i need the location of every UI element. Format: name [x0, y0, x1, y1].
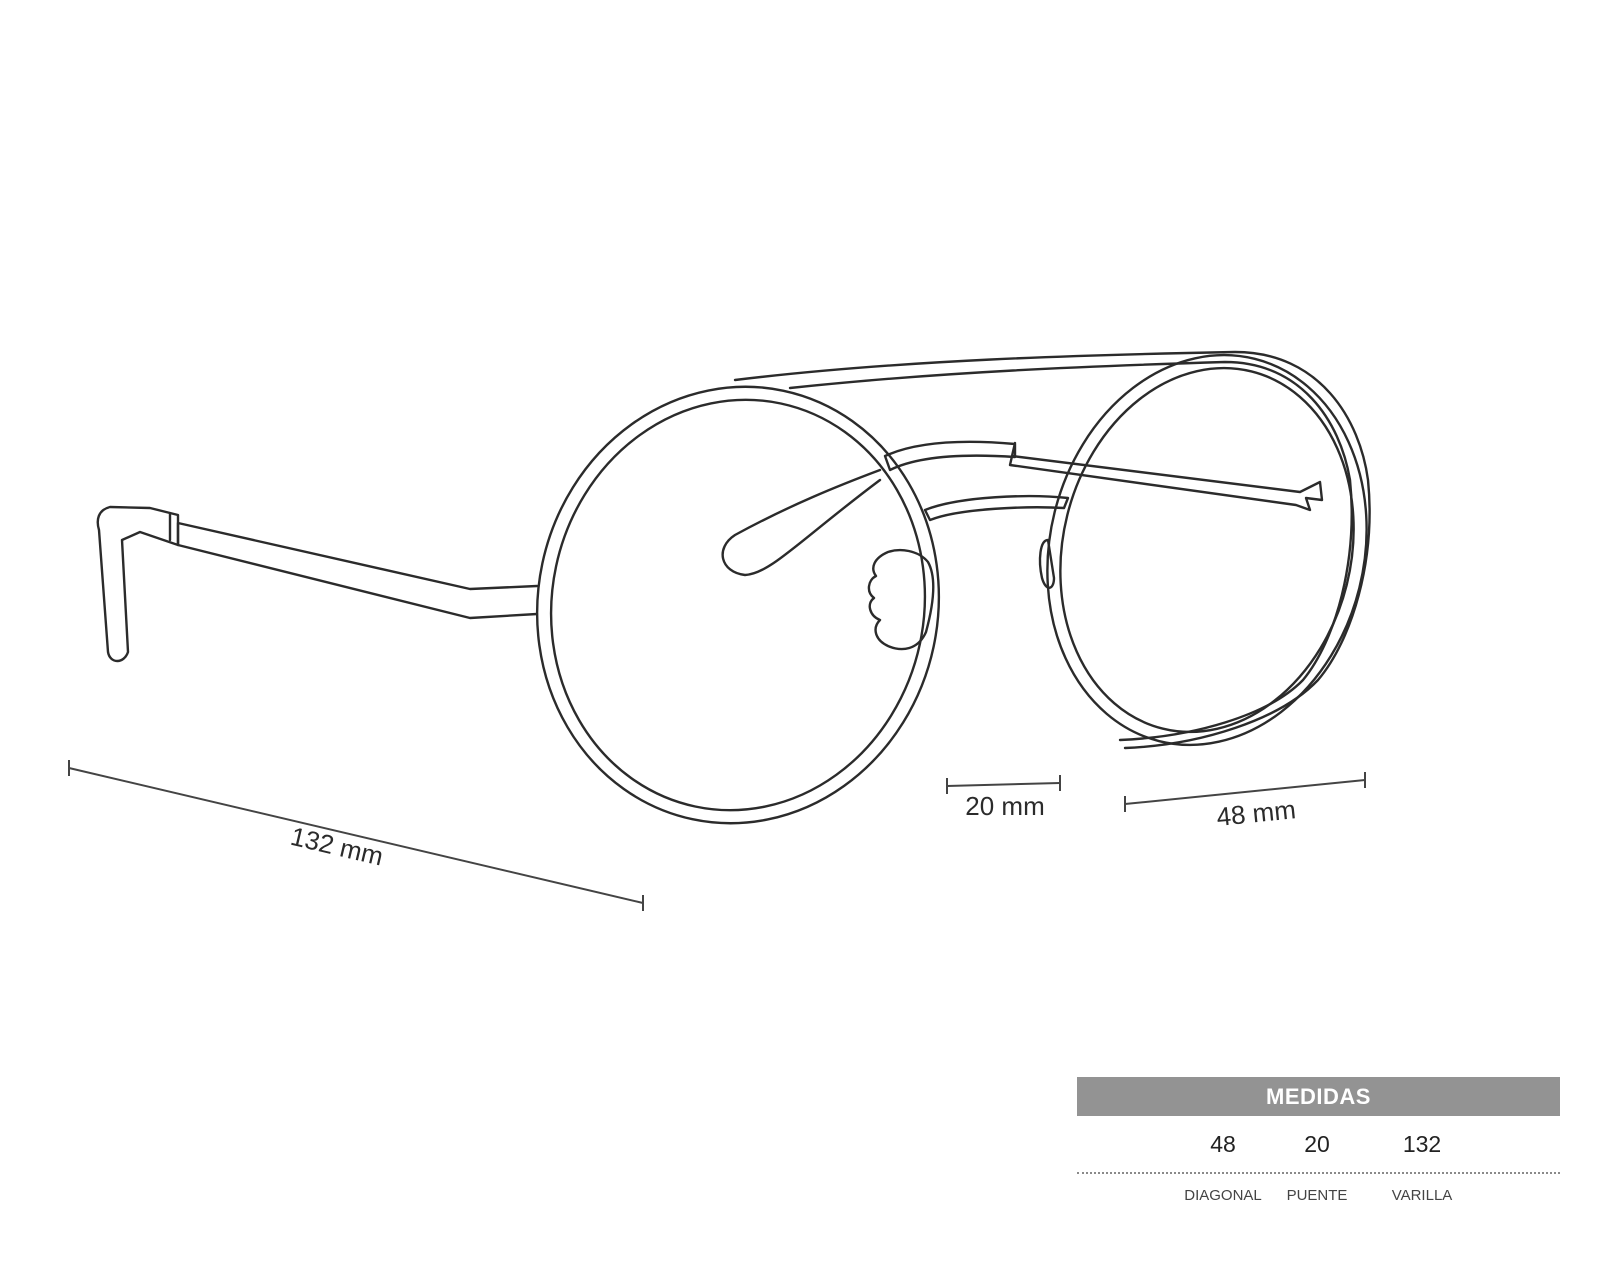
- varilla-value: 132: [1402, 1131, 1442, 1157]
- right-lens-outer: [1046, 353, 1368, 747]
- bridge-dimension-label: 20 mm: [965, 791, 1044, 821]
- measurements-labels-row: DIAGONAL PUENTE VARILLA: [1077, 1174, 1560, 1216]
- back-temple: [1008, 441, 1324, 512]
- varilla-label: VARILLA: [1391, 1187, 1453, 1204]
- bridge: [883, 440, 1017, 472]
- near-temple: [176, 521, 539, 620]
- top-rim: [733, 350, 1371, 750]
- puente-value: 20: [1304, 1131, 1330, 1157]
- bridge-dimension: 20 mm: [946, 775, 1061, 821]
- measurements-values-row: 48 20 132: [1077, 1116, 1560, 1174]
- measurements-table: MEDIDAS 48 20 132 DIAGONAL PUENTE VARILL…: [1077, 1077, 1560, 1216]
- puente-label: PUENTE: [1286, 1187, 1348, 1204]
- nose-pad-right: [1038, 538, 1056, 589]
- left-lens-inner: [549, 398, 927, 812]
- glasses-drawing: [96, 350, 1371, 825]
- top-rim-inner: [788, 360, 1353, 742]
- measurements-title: MEDIDAS: [1077, 1077, 1560, 1116]
- left-lens-outer: [535, 385, 941, 825]
- nose-pad-arm: [721, 468, 882, 577]
- lens-dimension: 48 mm: [1124, 772, 1366, 832]
- temple-dimension: 132 mm: [68, 760, 644, 911]
- diagonal-label: DIAGONAL: [1184, 1187, 1262, 1204]
- diagonal-value: 48: [1210, 1131, 1236, 1157]
- temple-dimension-label: 132 mm: [288, 821, 386, 872]
- temple-tip: [96, 505, 180, 663]
- nose-pad-left: [867, 548, 935, 651]
- lens-dimension-label: 48 mm: [1215, 794, 1297, 832]
- lower-bridge: [923, 494, 1070, 522]
- right-lens-inner: [1059, 366, 1355, 734]
